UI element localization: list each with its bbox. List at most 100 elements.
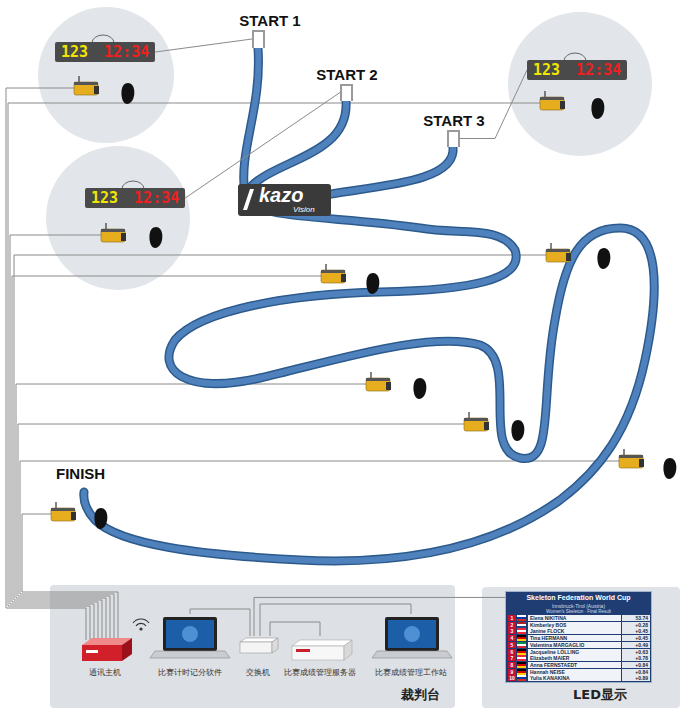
result-time: +0.45 [622, 635, 650, 641]
device-box: 比赛成绩管理服务器 [280, 636, 360, 680]
athlete-name: Janine FLOCK [528, 628, 621, 634]
logo [238, 184, 331, 216]
logo-subtext: Vision [292, 205, 316, 214]
rank-number: 1 [508, 615, 516, 621]
start-label: START 1 [239, 13, 300, 29]
flag-icon [517, 635, 526, 641]
result-time: +0.78 [622, 655, 650, 661]
athlete-name: Elizabeth MAIER [528, 655, 621, 661]
camera-icon [101, 223, 126, 242]
flag-icon [517, 669, 526, 675]
scoreboard-screen: Skeleton Federation World CupInnsbruck-T… [505, 591, 652, 683]
athlete-name: Elena NIKITINA [528, 615, 621, 621]
screen-subtitle: Women's Skeleton · Final Result [506, 609, 651, 615]
athlete-name: Valentina MARGAGLIO [528, 642, 621, 648]
sensor-icon [366, 273, 379, 294]
camera-wire [14, 255, 546, 640]
led-display: 12312:34 [85, 188, 185, 208]
camera-wire [18, 424, 464, 640]
panel-area: 裁判台 通讯主机 比赛计时记分软件 交换机 比赛成绩管理服务器 比赛成绩管理工作站 [50, 585, 455, 708]
flag-icon [517, 649, 526, 655]
device-box: 比赛计时记分软件 [150, 614, 230, 680]
flag-icon [517, 615, 526, 621]
camera-wire [22, 514, 118, 640]
device-icons [82, 617, 452, 661]
screen-title: Skeleton Federation World Cup [506, 594, 651, 602]
screen-subtitle: Innsbruck-Tirol (Austria) [506, 603, 651, 609]
camera-wire [12, 276, 321, 640]
start-gate: START 2 [340, 84, 353, 101]
sensor-icon [591, 98, 604, 119]
counter-digits: 123 [533, 61, 560, 79]
device-label: 交换机 [246, 668, 270, 678]
athlete-name: Hannah NEISE [528, 669, 621, 675]
camera-icon [540, 91, 565, 110]
sensor-icon [597, 248, 610, 269]
flag-icon [517, 662, 526, 668]
athlete-name: Kimberley BOS [528, 622, 621, 628]
rank-number: 7 [508, 655, 516, 661]
track [84, 48, 654, 561]
flag-icon [517, 675, 526, 681]
start-label: START 3 [423, 113, 484, 129]
led-display: 123 12:34 [527, 60, 627, 80]
rank-number: 8 [508, 662, 516, 668]
counter-digits: 123 [91, 189, 118, 207]
logo-text: kazo [258, 185, 304, 206]
camera-icon [546, 243, 571, 262]
panel-label: 裁判台 [401, 687, 440, 702]
connector-line [185, 93, 340, 199]
panel-area: LED显示 Skeleton Federation World CupInnsbr… [482, 587, 680, 708]
sensor-icon [663, 458, 676, 479]
result-time: +0.89 [622, 675, 650, 681]
sensor-icon [94, 508, 107, 529]
sensor-icon [121, 83, 134, 104]
camera-icon [321, 264, 346, 283]
panel-ground [50, 585, 455, 708]
device-label: 通讯主机 [89, 668, 121, 678]
panel-ground [482, 587, 680, 708]
rank-number: 10 [508, 675, 516, 681]
clock-digits: 12:34 [104, 43, 149, 61]
camera-icon [464, 412, 489, 431]
device-label: 比赛成绩管理服务器 [284, 668, 356, 678]
display-circle [46, 146, 190, 290]
flag-icon [517, 642, 526, 648]
device-box: 比赛成绩管理工作站 [371, 614, 451, 680]
flag-icon [517, 628, 526, 634]
rank-number: 2 [508, 622, 516, 628]
camera-wire [16, 384, 366, 640]
connector-line [270, 622, 320, 636]
result-time: +0.63 [622, 649, 650, 655]
start-gate: START 3 [447, 130, 460, 147]
sensor-icon [149, 227, 162, 248]
sensor-icon [413, 378, 426, 399]
rank-number: 5 [508, 642, 516, 648]
connector-line [260, 604, 411, 636]
result-time: +0.28 [622, 622, 650, 628]
result-time: +0.84 [622, 662, 650, 668]
result-time: +0.84 [622, 669, 650, 675]
device-label: 比赛成绩管理工作站 [375, 668, 447, 678]
connector-line [254, 597, 505, 636]
camera-icon [74, 76, 99, 95]
clock-digits: 12:34 [576, 61, 621, 79]
device-box: 通讯主机 [70, 630, 140, 680]
athlete-name: Anna FERNSTAEDT [528, 662, 621, 668]
start-label: START 2 [316, 67, 377, 83]
rank-number: 6 [508, 649, 516, 655]
rank-number: 4 [508, 635, 516, 641]
camera-wire [10, 235, 101, 640]
led-display: 12312:34 [55, 42, 155, 62]
device-label: 比赛计时记分软件 [158, 668, 222, 678]
flag-icon [517, 655, 526, 661]
camera-icon [619, 449, 644, 468]
result-time: +0.49 [622, 642, 650, 648]
connector-line [155, 39, 252, 52]
rank-number: 9 [508, 669, 516, 675]
panel-label: LED显示 [573, 687, 627, 702]
camera-icon [51, 502, 76, 521]
rank-number: 3 [508, 628, 516, 634]
